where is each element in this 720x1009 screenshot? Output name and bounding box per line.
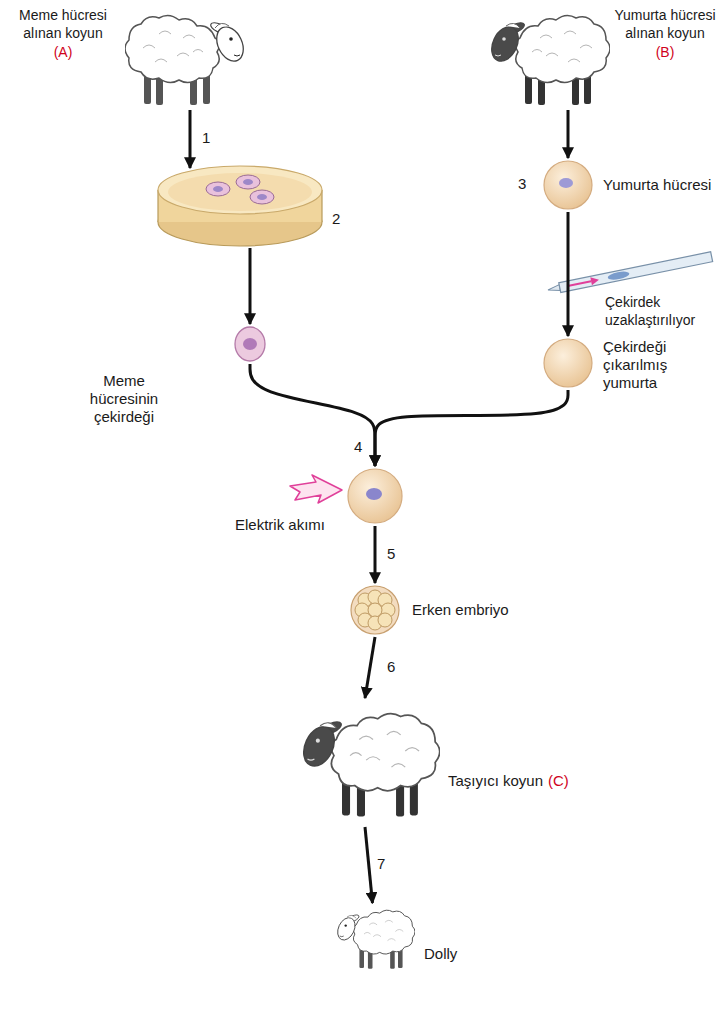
step-number: 3: [518, 175, 526, 193]
process-arrow: [189, 110, 192, 168]
caption-label: Taşıyıcı koyun: [448, 772, 543, 790]
body-cell: Meme hücresinin çekirdeği: [234, 326, 266, 362]
mammary-cell: [235, 327, 265, 361]
caption-label: (A): [4, 43, 122, 61]
caption-label: Elektrik akımı: [175, 516, 325, 534]
fused-cell: [348, 469, 402, 523]
caption-label: Meme hücresinin çekirdeği: [72, 372, 176, 426]
electric-bolt: [290, 475, 342, 503]
embryo: Erken embriyo: [350, 585, 400, 635]
caption-label: Yumurta hücresi alınan koyun: [614, 6, 716, 42]
surrogate-sheep: Taşıyıcı koyun(C): [290, 700, 440, 825]
egg-cell: [544, 161, 592, 209]
process-arrow: [375, 390, 568, 466]
petri-dish: [158, 166, 322, 246]
step-number: 6: [385, 658, 397, 676]
surrogate-sheep: [298, 714, 440, 817]
enucleated-egg: [544, 339, 592, 387]
step-number: 2: [332, 210, 340, 228]
step-number: 5: [385, 545, 397, 563]
donor-sheep: Meme hücresi alınan koyun(A): [125, 8, 255, 108]
pipette: [547, 252, 713, 295]
caption-label: Dolly: [424, 945, 457, 963]
process-arrow: [374, 526, 377, 583]
egg-cell: Çekirdeği çıkarılmış yumurta: [543, 338, 593, 388]
process-arrow: [567, 212, 570, 336]
lamb: Dolly: [330, 905, 415, 975]
early-embryo: [351, 586, 399, 634]
process-arrow: [567, 110, 570, 158]
sheep-a: [125, 15, 248, 105]
caption-label: Erken embriyo: [412, 601, 552, 619]
caption-label: (C): [548, 772, 569, 790]
process-arrow: [365, 827, 373, 903]
petri-dish: 2: [155, 162, 325, 254]
fused-cell: Elektrik akımı: [347, 468, 403, 524]
caption-label: Meme hücresi alınan koyun: [4, 6, 122, 42]
step-number: 7: [375, 855, 387, 873]
process-arrow: [365, 637, 375, 698]
caption-label: (B): [614, 43, 716, 61]
egg-cell: 3Yumurta hücresi: [543, 160, 593, 210]
process-arrow: [249, 248, 252, 324]
lamb-dolly: [334, 910, 415, 969]
process-arrow: [250, 364, 375, 466]
sheep-b: [487, 15, 610, 105]
step-note: Çekirdek uzaklaştırılıyor: [603, 293, 719, 329]
caption-label: Yumurta hücresi: [603, 176, 715, 194]
caption-label: Çekirdeği çıkarılmış yumurta: [603, 338, 703, 392]
step-number: 4: [352, 438, 364, 456]
donor-sheep: Yumurta hücresi alınan koyun(B): [480, 8, 610, 108]
step-number: 1: [200, 129, 212, 147]
